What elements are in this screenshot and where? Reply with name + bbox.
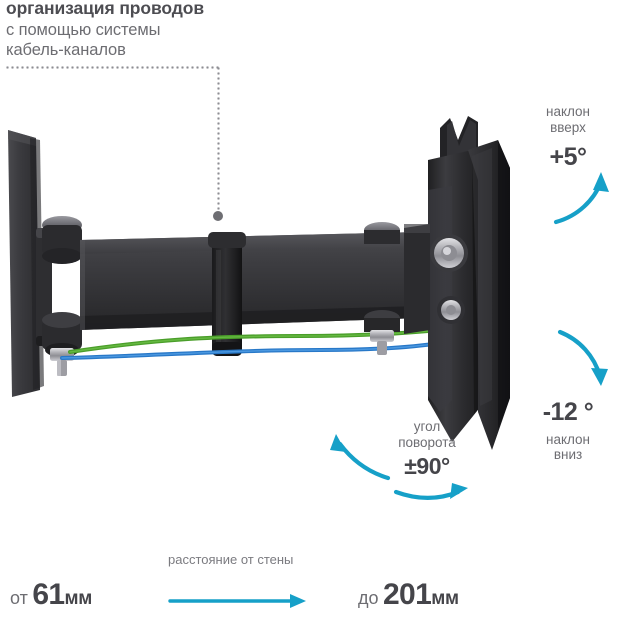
vesa-plate (468, 140, 510, 450)
arrow-head-left (330, 434, 346, 452)
tilt-down-value: -12 ° (542, 398, 594, 426)
tilt-down-caption-line-1: наклон (545, 431, 590, 447)
tilt-up-value: +5° (549, 142, 587, 171)
headline-line-1: организация проводов (6, 0, 205, 18)
distance-min-value: 61 (32, 578, 65, 611)
distance-max-prefix: до (358, 588, 379, 608)
swivel-value: ±90° (404, 452, 450, 479)
tilt-up-caption-line-2: вверх (550, 119, 586, 135)
arrow-head-distance (290, 594, 306, 608)
arrow-head-right (450, 483, 468, 499)
annotation-tilt-down: -12 ° наклон вниз (520, 398, 616, 463)
headline-block: организация проводов с помощью системы к… (6, 0, 336, 61)
callout-leader-horizontal (5, 66, 219, 69)
arrow-head-down (591, 368, 608, 386)
distance-max-value: 201 (382, 578, 432, 611)
swivel-caption-line-2: поворота (398, 434, 456, 450)
distance-from-wall-block: расстояние от стены от 61мм до 201мм (0, 538, 618, 624)
distance-max: до 201мм (358, 578, 459, 612)
headline-line-2: с помощью системы (6, 20, 161, 39)
swivel-caption-line-1: угол (413, 419, 441, 434)
wall-side-yoke (36, 216, 82, 376)
extension-arm (80, 232, 420, 330)
distance-min: от 61мм (10, 578, 92, 612)
distance-min-prefix: от (10, 588, 28, 608)
headline-line-3: кабель-каналов (6, 41, 126, 60)
distance-min-unit: мм (64, 588, 92, 609)
tilt-down-caption-line-2: вниз (553, 447, 583, 463)
distance-max-unit: мм (431, 588, 459, 609)
distance-caption: расстояние от стены (168, 552, 294, 567)
arrow-head-up (593, 172, 609, 192)
curved-arrow-right-icon (393, 489, 461, 501)
annotation-swivel-angle: угол поворота ±90° (378, 419, 476, 480)
annotation-tilt-up: наклон вверх +5° (522, 104, 614, 172)
tilt-up-caption-line-1: наклон (545, 104, 590, 119)
callout-dot-icon (213, 211, 223, 221)
callout-leader-vertical (217, 66, 220, 214)
